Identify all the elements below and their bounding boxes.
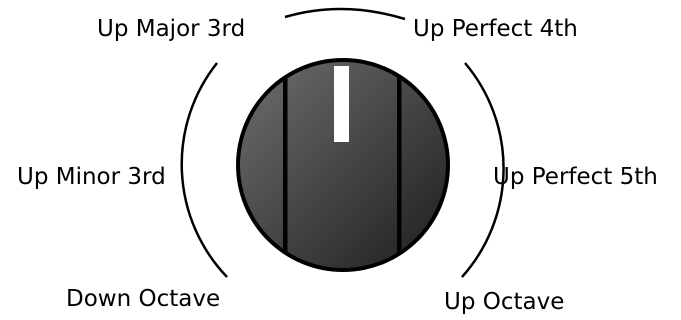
- label-up-octave: Up Octave: [444, 291, 564, 314]
- label-up-perfect-4th: Up Perfect 4th: [413, 18, 578, 41]
- scale-arc-top: [285, 9, 405, 19]
- knob[interactable]: [236, 40, 450, 300]
- label-up-major-3rd: Up Major 3rd: [97, 18, 245, 41]
- scale-arc-left: [182, 63, 227, 277]
- label-up-minor-3rd: Up Minor 3rd: [17, 166, 166, 189]
- label-down-octave: Down Octave: [66, 288, 220, 311]
- label-up-perfect-5th: Up Perfect 5th: [493, 166, 658, 189]
- knob-indicator: [334, 66, 349, 142]
